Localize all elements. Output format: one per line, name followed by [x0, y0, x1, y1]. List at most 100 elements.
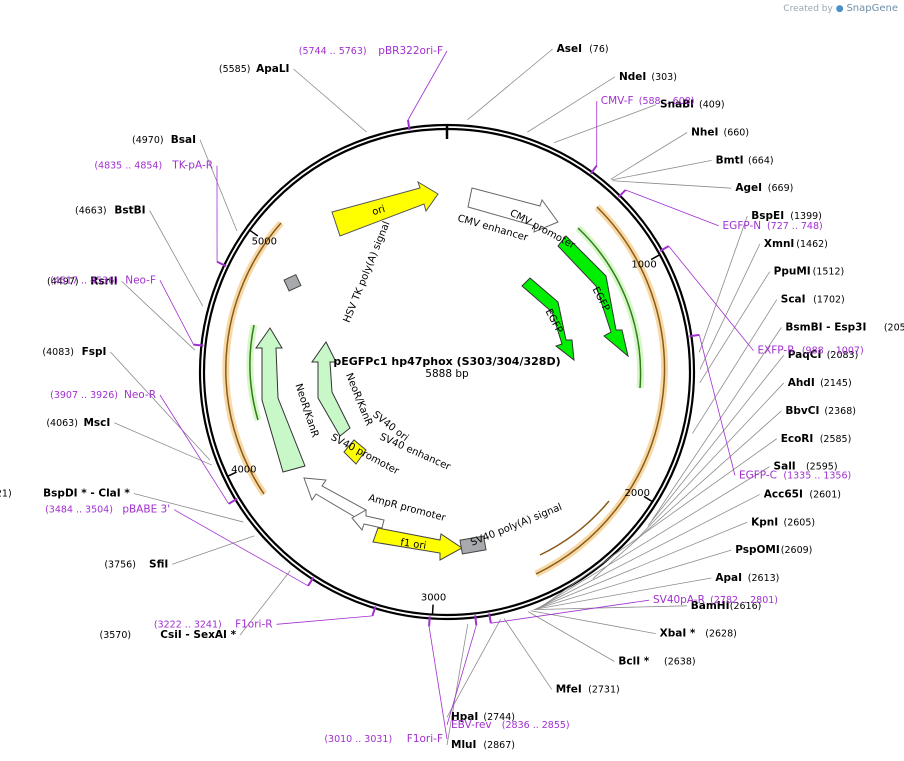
enzyme-site-AseI[interactable]: AseI(76) [557, 43, 609, 55]
primer-name: CMV-F [601, 95, 634, 107]
feature-egfp-arrow-2[interactable] [521, 277, 575, 362]
enzyme-site-BspDIClaI[interactable]: BspDI * - ClaI *(3821) [0, 488, 130, 500]
feature-label-neor-2: NeoR/KanR [343, 372, 374, 428]
enzyme-site-BamHI[interactable]: BamHI(2616) [691, 600, 762, 612]
primer-EGFPN[interactable]: EGFP-N(727 .. 748) [723, 220, 823, 232]
feature-sv40-promoter-arrow[interactable] [303, 477, 367, 521]
enzyme-site-FspI[interactable]: FspI(4083) [42, 346, 106, 358]
enzyme-name: ApaI [715, 572, 742, 584]
feature-neor-arrow-1[interactable] [255, 327, 306, 473]
feature-cmv-arrow[interactable] [467, 187, 559, 233]
primer-CMVF[interactable]: CMV-F (588 .. 608) [601, 95, 695, 107]
enzyme-site-AgeI[interactable]: AgeI(669) [735, 182, 793, 194]
enzyme-site-ScaI[interactable]: ScaI(1702) [781, 294, 845, 306]
enzyme-site-SnaBI[interactable]: SnaBI(409) [660, 99, 725, 111]
primer-position: (988 .. 1007) [802, 346, 864, 357]
enzyme-site-BmtI[interactable]: BmtI(664) [716, 154, 774, 166]
enzyme-site-SfiI[interactable]: SfiI (3756) [104, 558, 168, 570]
enzyme-site-HpaI[interactable]: HpaI(2744) [451, 711, 515, 723]
enzyme-site-RsrII[interactable]: RsrII(4497) [47, 275, 118, 287]
enzyme-site-Acc65I[interactable]: Acc65I(2601) [764, 488, 841, 500]
feature-label-hsv-tk-polya: HSV TK poly(A) signal [342, 220, 393, 325]
primer-pBR322oriF[interactable]: pBR322ori-F(5744 .. 5763) [299, 45, 443, 57]
feature-sv40-polya-box[interactable] [459, 535, 487, 555]
primer-pBABE3[interactable]: pBABE 3'(3484 .. 3504) [45, 504, 170, 516]
enzyme-site-CsiISexAI[interactable]: CsiI - SexAI *(3570) [99, 629, 236, 641]
feature-hsv-tk-polya-box[interactable] [283, 273, 302, 292]
enzyme-site-AhdI[interactable]: AhdI(2145) [788, 377, 852, 389]
enzyme-site-SalI[interactable]: SalI(2595) [774, 461, 838, 473]
feature-ori-arrow[interactable] [331, 180, 439, 237]
primer-mark-pBR322oriF [406, 119, 411, 131]
primer-NeoF[interactable]: Neo-F(4517 .. 4536) [50, 274, 156, 286]
primer-TKpAR[interactable]: TK-pA-R(4835 .. 4854) [94, 160, 213, 172]
primer-name: TK-pA-R [171, 160, 213, 172]
enzyme-site-PspOMI[interactable]: PspOMI(2609) [735, 544, 812, 556]
primer-leader-EXFPR [668, 245, 754, 351]
enzyme-leader-AseI [467, 48, 553, 121]
primer-mark-EGFPN [617, 189, 627, 198]
primer-position: (3907 .. 3926) [50, 390, 118, 401]
enzyme-position: (1702) [813, 295, 845, 306]
feature-ampr-promoter-arrow[interactable] [351, 509, 385, 532]
enzyme-site-ApaLI[interactable]: ApaLI(5585) [219, 63, 290, 75]
enzyme-leader-PaqCI [647, 354, 785, 526]
enzyme-site-EcoRI[interactable]: EcoRI(2585) [781, 433, 852, 445]
enzyme-site-NheI[interactable]: NheI(660) [691, 127, 749, 139]
enzyme-site-MscI[interactable]: MscI(4063) [46, 417, 110, 429]
primer-mark-EBVrev [474, 615, 478, 626]
enzyme-site-BbvCI[interactable]: BbvCI(2368) [785, 405, 856, 417]
enzyme-position: (3756) [104, 559, 136, 570]
enzyme-position: (2744) [483, 712, 515, 723]
enzyme-position: (2609) [781, 545, 813, 556]
feature-neor-arrow-2[interactable] [311, 341, 351, 437]
primer-position: (588 .. 608) [639, 96, 695, 107]
primer-name: F1ori-R [235, 618, 272, 630]
enzyme-position: (2628) [705, 629, 737, 640]
enzyme-name: SalI [774, 461, 796, 473]
enzyme-leader-NheI [610, 132, 688, 180]
primer-EBVrev[interactable]: EBV-rev(2836 .. 2855) [451, 719, 570, 731]
enzyme-name: AgeI [735, 182, 762, 194]
enzyme-site-PaqCI[interactable]: PaqCI(2083) [788, 349, 859, 361]
enzyme-site-PpuMI[interactable]: PpuMI(1512) [774, 266, 845, 278]
enzyme-site-KpnI[interactable]: KpnI(2605) [751, 516, 815, 528]
enzyme-leader-ScaI [692, 299, 778, 434]
enzyme-site-XbaI[interactable]: XbaI *(2628) [660, 628, 737, 640]
enzyme-site-BspEI[interactable]: BspEI(1399) [751, 210, 822, 222]
enzyme-name: SfiI [149, 558, 168, 570]
primer-EGFPC[interactable]: EGFP-C(1335 .. 1356) [739, 469, 851, 481]
primer-F1oriF[interactable]: F1ori-F(3010 .. 3031) [324, 733, 443, 745]
primer-leader-EGFPN [625, 189, 719, 227]
enzyme-site-BclI[interactable]: BclI *(2638) [618, 655, 695, 667]
primer-F1oriR[interactable]: F1ori-R(3222 .. 3241) [154, 618, 273, 630]
enzyme-site-BsmBIEsp3I[interactable]: BsmBI - Esp3I(2059) [785, 321, 904, 333]
feature-egfp-arrow-1[interactable] [557, 235, 629, 358]
enzyme-leader-BstBI [149, 210, 204, 307]
primer-mark-EGFPC [689, 333, 700, 338]
feature-f1-ori-arrow[interactable] [372, 527, 463, 561]
enzyme-leader-BsmBIEsp3I [651, 327, 782, 521]
enzyme-site-XmnI[interactable]: XmnI(1462) [764, 238, 828, 250]
enzyme-site-BstBI[interactable]: BstBI (4663) [75, 205, 146, 217]
enzyme-leader-BsaI [199, 139, 238, 232]
primer-mark-NeoR [228, 497, 238, 505]
enzyme-position: (4083) [42, 347, 74, 358]
enzyme-position: (4663) [75, 206, 107, 217]
enzyme-name: BstBI [114, 205, 145, 217]
primer-EXFPR[interactable]: EXFP-R(988 .. 1007) [757, 345, 863, 357]
primer-SV40pAR[interactable]: SV40pA-R(2782 .. 2801) [653, 594, 778, 606]
enzyme-site-MfeI[interactable]: MfeI(2731) [556, 683, 620, 695]
enzyme-site-ApaI[interactable]: ApaI(2613) [715, 572, 779, 584]
enzyme-leader-BmtI [611, 159, 712, 181]
primer-NeoR[interactable]: Neo-R(3907 .. 3926) [50, 389, 156, 401]
enzyme-site-BsaI[interactable]: BsaI(4970) [132, 134, 196, 146]
enzyme-name: PaqCI [788, 349, 822, 361]
enzyme-leader-EcoRI [541, 438, 777, 607]
enzyme-site-MluI[interactable]: MluI(2867) [451, 739, 515, 751]
feature-sv40-ori-box[interactable] [343, 439, 367, 465]
enzyme-name: BspEI [751, 210, 784, 222]
primer-mark-CMVF [590, 164, 598, 175]
enzyme-site-NdeI[interactable]: NdeI(303) [619, 71, 677, 83]
